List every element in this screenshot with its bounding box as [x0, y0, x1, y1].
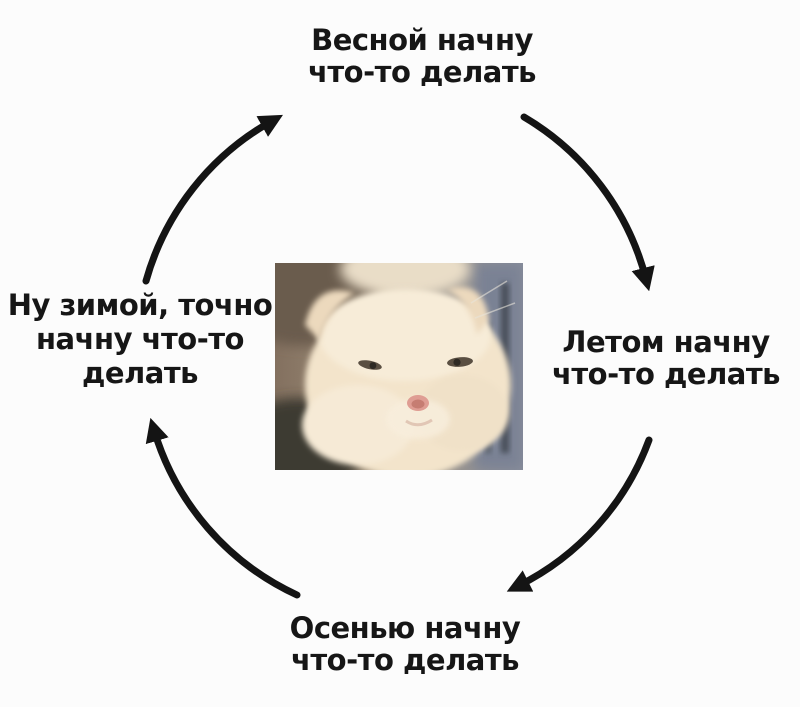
node-autumn-line1: Осенью начну — [289, 611, 521, 645]
arrow-spring-to-summer-icon — [520, 113, 655, 292]
node-spring-line2: что-то делать — [307, 55, 537, 89]
node-winter-line2: начну что-то — [36, 322, 244, 356]
node-winter-line3: делать — [81, 356, 199, 390]
node-summer-line2: что-то делать — [551, 357, 781, 391]
node-spring: Весной начну что-то делать — [272, 24, 572, 88]
kitten-photo-art — [275, 263, 523, 470]
node-autumn-line2: что-то делать — [290, 643, 520, 677]
node-winter: Ну зимой, точно начну что-то делать — [0, 288, 280, 390]
node-summer-line1: Летом начну — [562, 325, 770, 359]
node-winter-line1: Ну зимой, точно — [7, 288, 273, 322]
node-spring-line1: Весной начну — [311, 23, 533, 57]
node-summer: Летом начну что-то делать — [546, 326, 786, 390]
kitten-photo — [275, 263, 523, 470]
arrow-winter-to-spring-icon — [142, 114, 283, 285]
arrow-summer-to-autumn-icon — [506, 436, 653, 592]
node-autumn: Осенью начну что-то делать — [255, 612, 555, 676]
